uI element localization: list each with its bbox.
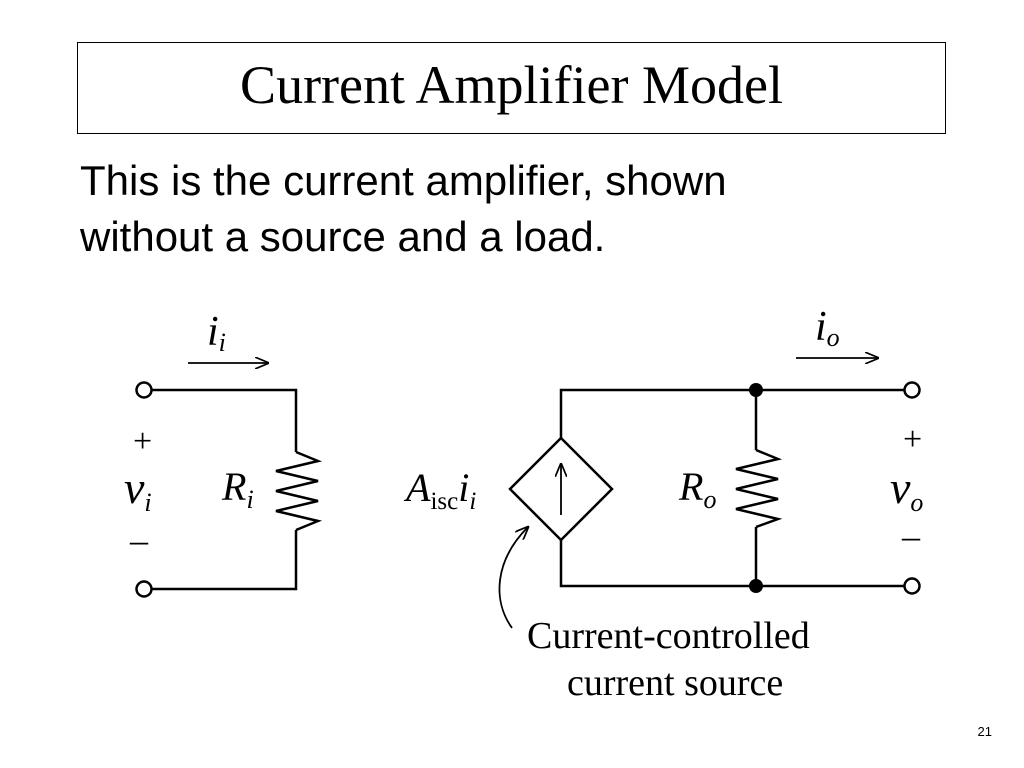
output-voltage-plus: + [903,421,922,458]
slide-title: Current Amplifier Model [240,55,783,115]
output-terminal-top [903,381,921,399]
output-resistor-symbol [735,448,783,529]
description-line-1: This is the current amplifier, shown [80,157,727,204]
input-terminal-bottom [135,580,153,598]
input-top-wire [152,388,298,452]
input-resistor-label: Ri [221,464,254,514]
caption-pointer-arrow [498,527,528,629]
title-box: Current Amplifier Model [77,42,946,134]
page-number: 21 [977,724,992,739]
input-voltage-minus: – [129,520,149,560]
output-current-label: io [815,304,840,352]
description-line-2: without a source and a load. [80,213,606,260]
input-current-label: ii [207,309,226,357]
description-text: This is the current amplifier, shown wit… [80,153,960,265]
source-caption-line-2: current source [567,662,783,704]
controlled-source-label: Aiscii [403,465,476,515]
output-resistor-label: Ro [678,464,716,514]
output-terminal-bottom [903,577,921,595]
output-voltage-label: vo [890,462,923,517]
top-junction-node [749,383,763,397]
bottom-junction-node [749,579,763,593]
input-voltage-plus: + [133,423,152,460]
controlled-source-diamond [508,436,614,542]
source-bottom-wire [559,540,904,588]
input-resistor-symbol [275,450,323,532]
input-bottom-wire [152,530,298,591]
output-voltage-minus: – [901,516,921,556]
source-caption-line-1: Current-controlled [527,615,810,657]
input-terminal-top [135,381,153,399]
source-top-wire [559,388,904,438]
input-voltage-label: vi [124,462,152,517]
